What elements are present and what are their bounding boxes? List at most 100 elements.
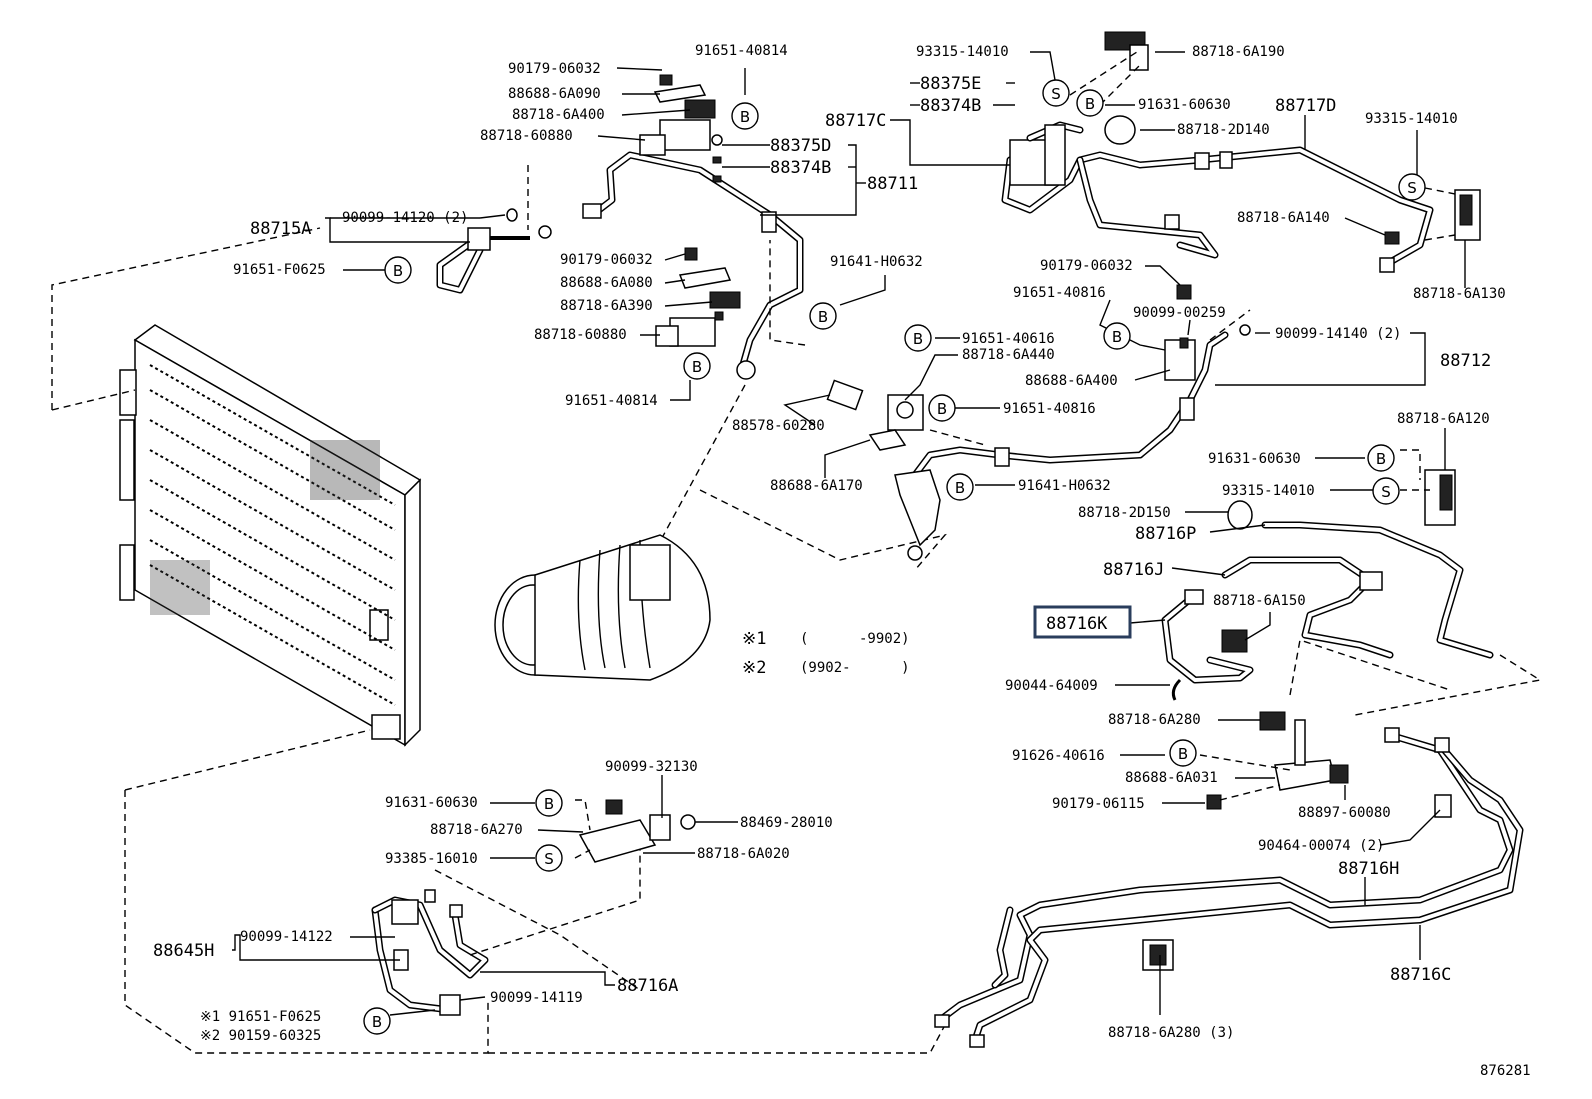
label-93385-16010: 93385-16010 [385, 851, 478, 867]
marker-s-2: S [1398, 173, 1426, 201]
svg-text:B: B [937, 400, 947, 418]
marker-b-7: B [1103, 322, 1131, 350]
label-90099-14120: 90099-14120 (2) [342, 210, 468, 226]
clamp-upper [639, 74, 723, 183]
bracket-88688-6A031 [1206, 711, 1349, 810]
label-88688-6A400: 88688-6A400 [1025, 373, 1118, 389]
marker-s-4: S [535, 844, 563, 872]
label-90179-06032-c: 90179-06032 [1040, 258, 1133, 274]
marker-s-3: S [1372, 477, 1400, 505]
marker-b-4: B [809, 302, 837, 330]
label-88718-6A440: 88718-6A440 [962, 347, 1055, 363]
svg-text:B: B [372, 1013, 382, 1031]
svg-text:B: B [818, 308, 828, 326]
clip-90044-64009 [1171, 678, 1182, 701]
label-88716A: 88716A [617, 976, 678, 996]
label-91651-F0625: 91651-F0625 [233, 262, 326, 278]
label-88716K: 88716K [1046, 614, 1108, 634]
label-88718-6A150: 88718-6A150 [1213, 593, 1306, 609]
label-90179-06032: 90179-06032 [508, 61, 601, 77]
label-91631-60630: 91631-60630 [1138, 97, 1231, 113]
label-88688-6A031: 88688-6A031 [1125, 770, 1218, 786]
label-90179-06032-b: 90179-06032 [560, 252, 653, 268]
label-88718-6A280: 88718-6A280 [1108, 712, 1201, 728]
tube-88716A [371, 889, 489, 1016]
marker-b-12: B [535, 789, 563, 817]
label-88374B-b: 88374B [920, 96, 981, 116]
label-91641-H0632: 91641-H0632 [830, 254, 923, 270]
bolt-90099-00259 [1179, 337, 1189, 349]
label-88716C: 88716C [1390, 965, 1451, 985]
label-88578-60280: 88578-60280 [732, 418, 825, 434]
diagram-id: 876281 [1480, 1063, 1531, 1079]
label-88712: 88712 [1440, 351, 1491, 371]
label-88688-6A090: 88688-6A090 [508, 86, 601, 102]
label-91651-40816: 91651-40816 [1013, 285, 1106, 301]
svg-text:B: B [393, 262, 403, 280]
svg-text:S: S [1051, 85, 1061, 103]
svg-text:B: B [740, 108, 750, 126]
label-88374B: 88374B [770, 158, 831, 178]
leader-lines [232, 51, 1466, 1016]
svg-text:S: S [544, 850, 554, 868]
label-91651-40814-b: 91651-40814 [565, 393, 658, 409]
label-88718-6A190: 88718-6A190 [1192, 44, 1285, 60]
note1-mark: ※1 [742, 629, 766, 649]
note2-mark: ※2 [742, 658, 766, 678]
highlight-box-88716K [1033, 605, 1132, 639]
label-88717C: 88717C [825, 111, 886, 131]
label-90099-14119: 90099-14119 [490, 990, 583, 1006]
nut-90179-06032 [1176, 284, 1192, 300]
tube-88712 [894, 324, 1251, 561]
label-88688-6A170: 88688-6A170 [770, 478, 863, 494]
bracket-88718-6A020 [578, 799, 696, 863]
label-91631-60630-b: 91631-60630 [1208, 451, 1301, 467]
grommet-88718-2D150 [1227, 500, 1253, 530]
svg-text:B: B [1178, 745, 1188, 763]
clamp-88718-6A140 [1384, 231, 1400, 245]
clip-90464-00074 [1434, 794, 1452, 818]
sleeve-88578-60280 [826, 379, 864, 411]
label-88718-6A400: 88718-6A400 [512, 107, 605, 123]
label-88718-6A280-3: 88718-6A280 (3) [1108, 1025, 1234, 1041]
label-90099-14140: 90099-14140 (2) [1275, 326, 1401, 342]
label-88688-6A080: 88688-6A080 [560, 275, 653, 291]
label-88715A: 88715A [250, 219, 311, 239]
label-88718-6A270: 88718-6A270 [430, 822, 523, 838]
note2-range: (9902- ) [800, 660, 910, 676]
label-88718-2D140: 88718-2D140 [1177, 122, 1270, 138]
label-88645H: 88645H [153, 941, 214, 961]
label-93315-14010-b: 93315-14010 [1365, 111, 1458, 127]
label-91641-H0632-b: 91641-H0632 [1018, 478, 1111, 494]
label-91651-40616: 91651-40616 [962, 331, 1055, 347]
label-88711: 88711 [867, 174, 918, 194]
clamp-88718-6A280-3 [1142, 939, 1174, 971]
marker-s-1: S [1042, 79, 1070, 107]
label-91631-60630-c: 91631-60630 [385, 795, 478, 811]
label-88718-6A120: 88718-6A120 [1397, 411, 1490, 427]
part-labels: 90179-06032 91651-40814 88688-6A090 8871… [153, 43, 1506, 1044]
tube-88717 [1001, 121, 1434, 273]
marker-b-8: B [928, 394, 956, 422]
svg-text:B: B [692, 358, 702, 376]
label-88716H: 88716H [1338, 859, 1399, 879]
label-88718-6A020: 88718-6A020 [697, 846, 790, 862]
marker-b-13: B [363, 1007, 391, 1035]
compressor [494, 534, 711, 681]
label-88897-60080: 88897-60080 [1298, 805, 1391, 821]
label-90044-64009: 90044-64009 [1005, 678, 1098, 694]
svg-text:S: S [1407, 179, 1417, 197]
label-88375D: 88375D [770, 136, 831, 156]
bracket-88718-6A440 [887, 394, 924, 431]
label-91626-40616: 91626-40616 [1012, 748, 1105, 764]
marker-b-1: B [731, 102, 759, 130]
label-88718-60880-b: 88718-60880 [534, 327, 627, 343]
tube-88716H-88716C [934, 727, 1524, 1048]
marker-b-3: B [683, 352, 711, 380]
label-90179-06115: 90179-06115 [1052, 796, 1145, 812]
label-93315-14010: 93315-14010 [916, 44, 1009, 60]
label-88375E: 88375E [920, 74, 981, 94]
label-88718-60880: 88718-60880 [480, 128, 573, 144]
marker-b-9: B [946, 473, 974, 501]
